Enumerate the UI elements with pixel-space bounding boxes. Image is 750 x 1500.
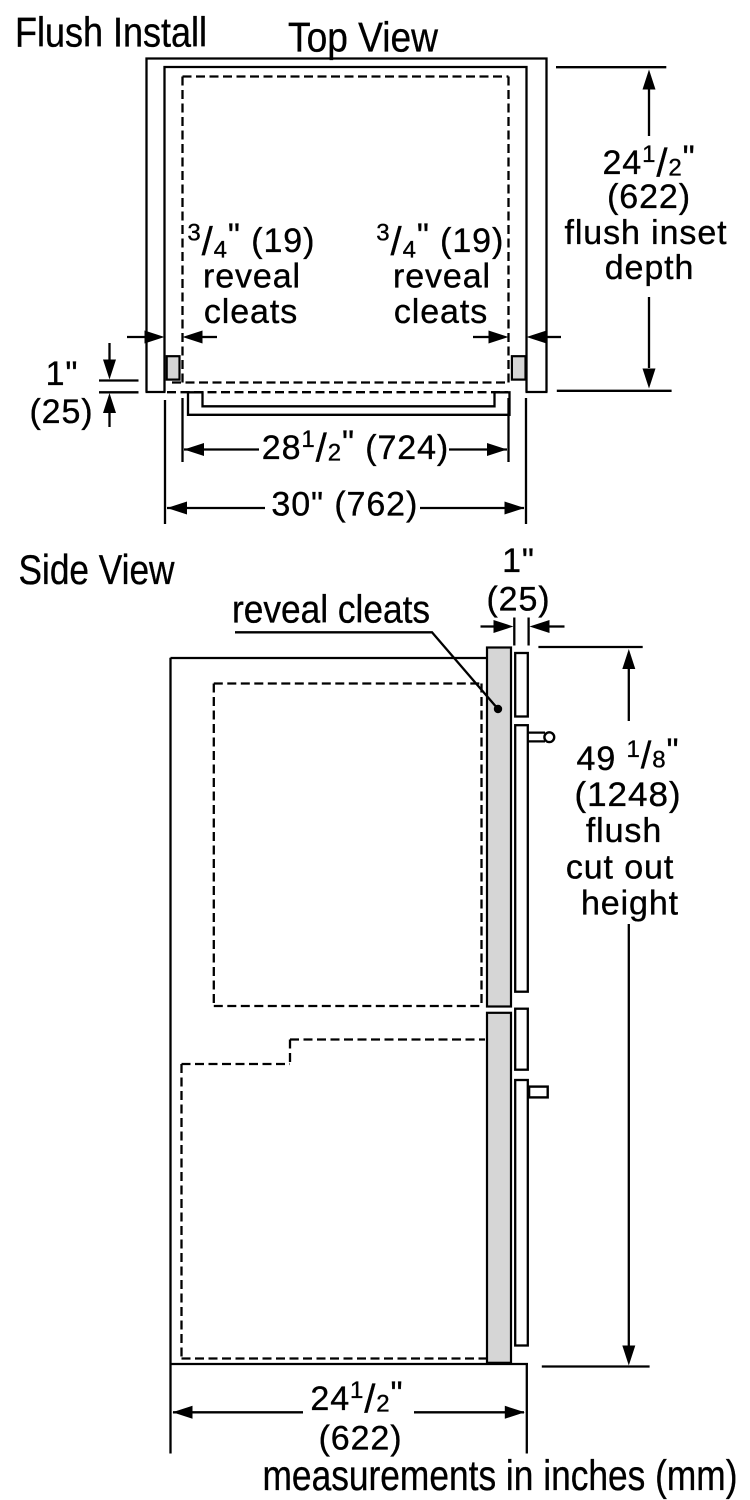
- svg-text:3/4" (19): 3/4" (19): [376, 217, 504, 264]
- svg-text:cleats: cleats: [394, 293, 488, 331]
- svg-text:3/4" (19): 3/4" (19): [187, 217, 315, 264]
- svg-text:Top View: Top View: [288, 14, 439, 61]
- svg-text:Side View: Side View: [19, 546, 176, 593]
- svg-text:1": 1": [502, 542, 535, 580]
- svg-text:flush inset: flush inset: [565, 214, 728, 252]
- svg-text:reveal: reveal: [393, 258, 491, 296]
- svg-text:depth: depth: [605, 249, 695, 287]
- svg-text:(622): (622): [319, 1420, 403, 1458]
- svg-text:reveal cleats: reveal cleats: [232, 589, 430, 632]
- svg-text:flush: flush: [586, 812, 662, 850]
- svg-text:height: height: [581, 885, 679, 923]
- svg-text:30" (762): 30" (762): [271, 486, 418, 524]
- svg-text:Flush Install: Flush Install: [15, 9, 207, 56]
- svg-text:(25): (25): [486, 581, 550, 619]
- svg-text:49 1/8": 49 1/8": [577, 732, 680, 778]
- svg-text:1": 1": [46, 355, 79, 393]
- svg-text:281/2" (724): 281/2" (724): [262, 424, 449, 471]
- svg-text:measurements in inches (mm): measurements in inches (mm): [263, 1452, 738, 1500]
- svg-text:(1248): (1248): [575, 776, 682, 814]
- svg-text:(25): (25): [29, 393, 93, 431]
- svg-text:241/2": 241/2": [310, 1375, 403, 1422]
- svg-text:(622): (622): [607, 178, 691, 216]
- svg-text:cleats: cleats: [204, 293, 298, 331]
- svg-text:reveal: reveal: [203, 258, 301, 296]
- svg-text:cut out: cut out: [566, 849, 674, 887]
